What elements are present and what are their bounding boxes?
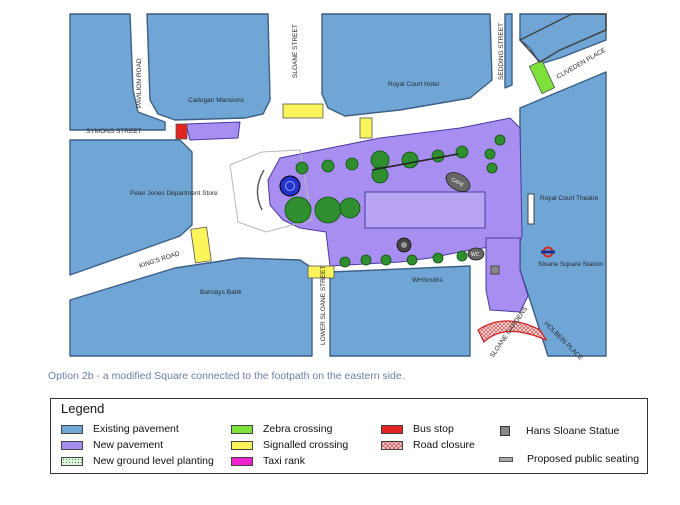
legend-label: Proposed public seating [527, 453, 640, 465]
square-outline [229, 149, 313, 233]
legend-label: New pavement [93, 439, 164, 451]
fountain-arc [256, 169, 265, 211]
tree [314, 196, 342, 224]
legend-item-public-seating: Proposed public seating [496, 453, 639, 465]
tree [371, 166, 389, 184]
swatch-bus-stop [381, 424, 403, 434]
new-pavement-east-link [485, 237, 529, 313]
octagon-feature [396, 237, 412, 253]
label-sedding-street: SEDDING STREET [498, 23, 505, 80]
label-sloane-square-station: Sloane Square Station [538, 261, 603, 268]
pavement-block-nw-1 [69, 13, 166, 131]
legend-label: Signalled crossing [263, 439, 349, 451]
pavement-block-whsmiths [329, 265, 471, 357]
legend-label: Existing pavement [93, 423, 179, 435]
tree [380, 254, 392, 266]
tree [431, 149, 445, 163]
building-outline-ne [518, 13, 607, 63]
cafe-kiosk: CAFE [445, 172, 471, 192]
statue-icon [500, 426, 510, 436]
label-royal-court-theatre: Royal Court Theatre [540, 195, 599, 202]
trees [284, 134, 506, 268]
legend-label: New ground level planting [93, 455, 214, 467]
tree [486, 162, 498, 174]
signalled-crossing-hotel [359, 117, 373, 139]
wc-kiosk: WC [467, 247, 485, 261]
map-caption: Option 2b - a modified Square connected … [48, 370, 405, 382]
tree [484, 148, 496, 160]
theatre-outline [527, 193, 535, 225]
legend-label: Zebra crossing [263, 423, 333, 435]
tree [339, 197, 361, 219]
tree [406, 254, 418, 266]
tree [455, 145, 469, 159]
legend-item-signalled-crossing: Signalled crossing [231, 439, 348, 451]
fountain [279, 175, 301, 197]
legend-item-bus-stop: Bus stop [381, 423, 454, 435]
legend-item-hans-sloane-statue: Hans Sloane Statue [496, 425, 619, 437]
tree [401, 151, 419, 169]
swatch-signalled-crossing [231, 440, 253, 450]
crossings [175, 59, 556, 279]
legend-item-taxi-rank: Taxi rank [231, 455, 305, 467]
legend-label: Road closure [413, 439, 475, 451]
signalled-crossing-lower-sloane [307, 265, 335, 279]
label-royal-court-hotel: Royal Court Hotel [388, 81, 440, 88]
legend-label: Taxi rank [263, 455, 306, 467]
seating-icon [499, 456, 513, 462]
zebra-crossing-cliveden [528, 59, 556, 95]
legend-title: Legend [61, 401, 105, 416]
tree [456, 250, 468, 262]
label-whsmiths: WHSmiths [412, 277, 443, 284]
tree [370, 150, 390, 170]
bus-stop [175, 123, 188, 140]
tree [284, 196, 312, 224]
seating-line [371, 153, 459, 171]
existing-pavement [69, 13, 607, 357]
pavement-block-cadogan [146, 13, 271, 121]
swatch-ground-planting [61, 456, 83, 466]
tree [295, 161, 309, 175]
label-sloane-street: SLOANE STREET [292, 24, 299, 78]
label-lower-sloane-street: LOWER SLOANE STREET [320, 266, 327, 345]
square-lawn [364, 191, 486, 229]
wc-label: WC [471, 252, 480, 258]
tree [360, 254, 372, 266]
pavement-block-sedding-west [504, 13, 513, 89]
hans-sloane-statue-icon [490, 265, 500, 275]
pavement-block-hotel [321, 13, 493, 117]
tube-icon [541, 246, 555, 258]
tree [321, 159, 335, 173]
swatch-road-closure [381, 440, 403, 450]
label-kings-road: KING'S ROAD [138, 250, 180, 270]
street-map: CAFE WC PAVILION ROAD SLOANE STREET SEDD… [69, 13, 608, 362]
label-symons-street: SYMONS STREET [86, 128, 142, 135]
new-pavement-symons [185, 121, 241, 141]
swatch-taxi-rank [231, 456, 253, 466]
legend-label: Hans Sloane Statue [526, 425, 620, 437]
swatch-new-pavement [61, 440, 83, 450]
pavement-block-barclays [69, 257, 313, 357]
road-closure [477, 320, 548, 343]
signalled-crossing-sloane [282, 103, 324, 119]
tree [494, 134, 506, 146]
swatch-zebra-crossing [231, 424, 253, 434]
tree [345, 157, 359, 171]
tree [339, 256, 351, 268]
label-pavilion-road: PAVILION ROAD [136, 58, 143, 108]
pavement-block-peter-jones [69, 139, 193, 276]
legend-item-existing-pavement: Existing pavement [61, 423, 179, 435]
legend: Legend Existing pavement New pavement Ne… [50, 398, 648, 474]
swatch-existing-pavement [61, 424, 83, 434]
tree [432, 252, 444, 264]
legend-item-new-pavement: New pavement [61, 439, 163, 451]
label-cadogan-mansions: Cadogan Mansions [188, 97, 245, 104]
legend-item-road-closure: Road closure [381, 439, 475, 451]
legend-label: Bus stop [413, 423, 454, 435]
label-barclays: Barclays Bank [200, 289, 242, 296]
label-peter-jones: Peter Jones Department Store [130, 190, 218, 197]
legend-item-ground-planting: New ground level planting [61, 455, 214, 467]
signalled-crossing-kings-road [190, 226, 212, 264]
legend-item-zebra-crossing: Zebra crossing [231, 423, 332, 435]
